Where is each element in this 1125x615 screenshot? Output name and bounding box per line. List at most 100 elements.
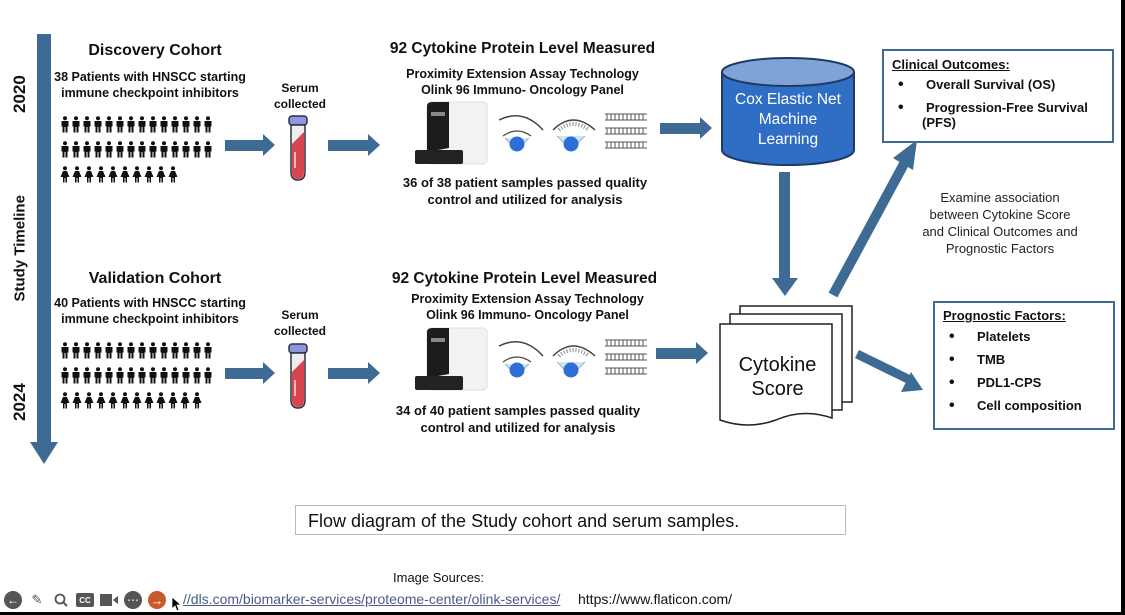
person-icon bbox=[104, 141, 114, 163]
person-icon bbox=[71, 367, 81, 389]
tech-line2: Olink 96 Immuno- Oncology Panel bbox=[426, 308, 629, 322]
arrow-to-score bbox=[656, 342, 708, 364]
more-icon[interactable]: ⋯ bbox=[124, 591, 142, 609]
person-icon bbox=[159, 116, 169, 138]
person-icon bbox=[203, 342, 213, 364]
discovery-subtitle: 38 Patients with HNSCC starting immune c… bbox=[40, 69, 260, 101]
back-icon[interactable]: ← bbox=[4, 591, 22, 609]
person-icon bbox=[181, 342, 191, 364]
person-icon bbox=[181, 367, 191, 389]
score-line2: Score bbox=[751, 378, 804, 400]
validation-qc: 34 of 40 patient samples passed quality … bbox=[368, 402, 668, 436]
camera-icon[interactable] bbox=[100, 591, 118, 609]
dna-sequence-icon bbox=[605, 113, 647, 149]
person-icon bbox=[148, 367, 158, 389]
person-icon bbox=[192, 342, 202, 364]
person-icon bbox=[159, 141, 169, 163]
antibody-binding-icon-a bbox=[498, 115, 544, 152]
model-line3: Learning bbox=[757, 131, 819, 148]
person-icon bbox=[181, 116, 191, 138]
discovery-patients-icon bbox=[60, 116, 214, 188]
person-icon bbox=[60, 367, 70, 389]
person-icon bbox=[170, 367, 180, 389]
arrow-to-serum-2 bbox=[225, 362, 275, 384]
validation-subtitle-line2: immune checkpoint inhibitors bbox=[61, 312, 239, 326]
prognostic-factors-box: Prognostic Factors: Platelets TMB PDL1-C… bbox=[933, 301, 1115, 430]
person-icon bbox=[137, 342, 147, 364]
person-icon bbox=[156, 392, 166, 414]
person-icon bbox=[137, 141, 147, 163]
person-icon bbox=[132, 166, 142, 188]
outcome-item: Overall Survival (OS) bbox=[892, 76, 1104, 94]
arrow-score-to-outcomes bbox=[828, 140, 917, 298]
person-icon bbox=[115, 116, 125, 138]
person-icon bbox=[159, 367, 169, 389]
person-icon bbox=[71, 342, 81, 364]
person-icon bbox=[137, 116, 147, 138]
person-icon bbox=[192, 116, 202, 138]
figure-caption: Flow diagram of the Study cohort and ser… bbox=[295, 505, 846, 535]
qc-line1: 36 of 38 patient samples passed quality bbox=[402, 175, 648, 190]
person-icon bbox=[192, 392, 202, 414]
person-icon bbox=[156, 166, 166, 188]
person-icon bbox=[93, 141, 103, 163]
cytokine-score-document-icon bbox=[719, 305, 853, 426]
validation-assay-illustration bbox=[415, 326, 660, 401]
source-link-olink[interactable]: //dls.com/biomarker-services/proteome-ce… bbox=[183, 591, 561, 607]
person-icon bbox=[159, 342, 169, 364]
person-icon bbox=[170, 116, 180, 138]
outcome-item-continuation: (PFS) bbox=[922, 115, 956, 130]
person-icon bbox=[72, 392, 82, 414]
person-icon bbox=[126, 141, 136, 163]
qc-line2: control and utilized for analysis bbox=[427, 192, 623, 207]
person-icon bbox=[132, 392, 142, 414]
outcome-item: Progression-Free Survival bbox=[892, 99, 1104, 117]
pen-icon[interactable]: ✎ bbox=[31, 592, 43, 607]
person-icon bbox=[148, 342, 158, 364]
discovery-assay-illustration bbox=[415, 100, 660, 175]
forward-icon[interactable]: → bbox=[148, 591, 166, 609]
arrow-score-to-prognostic bbox=[855, 350, 923, 392]
model-line1: Cox Elastic Net bbox=[735, 91, 841, 108]
cc-icon[interactable]: CC bbox=[76, 593, 94, 607]
person-icon bbox=[168, 392, 178, 414]
validation-tech: Proximity Extension Assay Technology Oli… bbox=[385, 291, 670, 323]
factor-item: Platelets bbox=[943, 328, 1105, 346]
person-icon bbox=[144, 392, 154, 414]
person-icon bbox=[170, 342, 180, 364]
arrow-to-assay-2 bbox=[328, 362, 380, 384]
outcome-item-text: Progression-Free Survival bbox=[926, 100, 1088, 115]
source-link-flaticon[interactable]: https://www.flaticon.com/ bbox=[578, 591, 733, 607]
prognostic-factors-title: Prognostic Factors: bbox=[943, 308, 1066, 323]
antibody-binding-icon-b bbox=[552, 345, 596, 378]
timeline-arrow-head bbox=[30, 442, 58, 464]
arrow-to-serum-1 bbox=[225, 134, 275, 156]
arrow-model-to-score bbox=[772, 172, 798, 296]
discovery-subtitle-line2: immune checkpoint inhibitors bbox=[61, 86, 239, 100]
discovery-tech: Proximity Extension Assay Technology Oli… bbox=[380, 66, 665, 98]
association-line3: and Clinical Outcomes and bbox=[922, 224, 1078, 239]
dna-sequence-icon bbox=[605, 339, 647, 375]
antibody-binding-icon-b bbox=[552, 119, 596, 152]
model-label: Cox Elastic Net Machine Learning bbox=[720, 90, 856, 150]
person-icon bbox=[72, 166, 82, 188]
person-icon bbox=[82, 116, 92, 138]
person-icon bbox=[108, 166, 118, 188]
mouse-cursor-icon bbox=[172, 597, 182, 612]
model-line2: Machine bbox=[758, 111, 818, 128]
model-database-icon bbox=[721, 57, 855, 166]
factor-item: PDL1-CPS bbox=[943, 374, 1105, 392]
validation-title: Validation Cohort bbox=[88, 270, 222, 287]
person-icon bbox=[82, 342, 92, 364]
patient-icon-row bbox=[60, 141, 214, 163]
person-icon bbox=[115, 367, 125, 389]
association-line1: Examine association bbox=[940, 190, 1060, 205]
person-icon bbox=[104, 367, 114, 389]
serum-line1: Serum bbox=[281, 81, 319, 95]
person-icon bbox=[93, 342, 103, 364]
patient-icon-row bbox=[60, 342, 214, 364]
search-icon[interactable] bbox=[52, 591, 70, 609]
person-icon bbox=[108, 392, 118, 414]
clinical-outcomes-box: Clinical Outcomes: Overall Survival (OS)… bbox=[882, 49, 1114, 143]
